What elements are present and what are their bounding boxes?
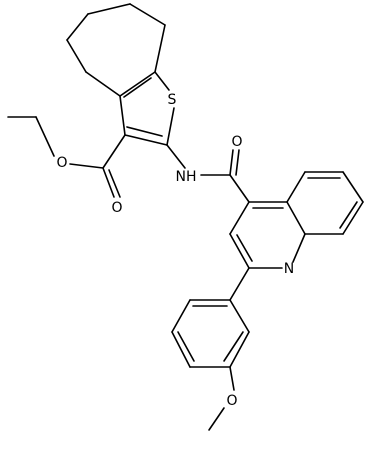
cycloheptane-ring [66,3,166,97]
ester-carbonyl-oxygen-label: O [111,200,122,216]
amide-oxygen-label: O [231,134,242,150]
ester-ether-oxygen-label: O [56,155,67,171]
quinoline-pyridine-ring [229,201,306,269]
ethyl-ester-group [7,116,126,198]
quinoline-benzo-ring [286,171,364,235]
methoxy-oxygen-label: O [226,393,237,409]
thiophene-ring [119,71,175,146]
quinoline-nitrogen-label: N [284,261,294,277]
amide-linkage [166,144,250,203]
sulfur-atom-label: S [168,92,177,108]
methoxy-group [208,366,235,431]
amide-nh-label: NH [176,169,197,185]
methoxyphenyl-ring [171,267,250,368]
